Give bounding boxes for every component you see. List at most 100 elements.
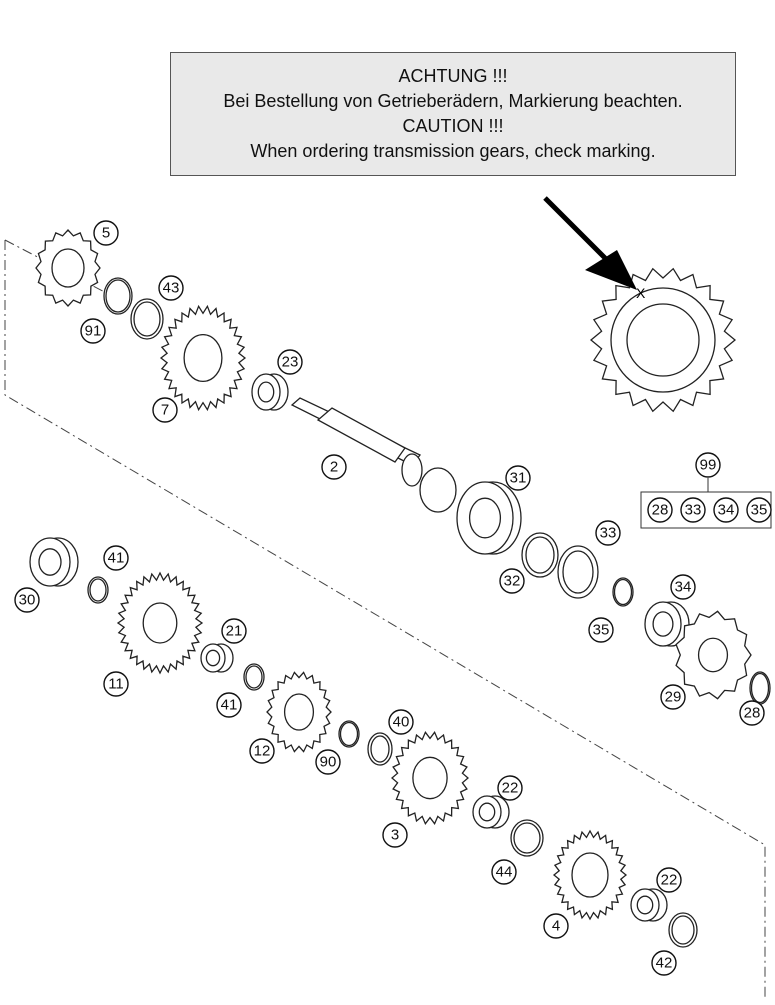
callout-circle [103,545,129,571]
callout-label: 91 [85,323,102,340]
set-label: 99 [700,457,717,474]
callout-30: 30 [14,587,40,613]
callout-90: 90 [315,749,341,775]
marking-arrow-head [585,250,637,290]
callout-7: 7 [152,397,178,423]
callout-32: 32 [499,568,525,594]
callout-11: 11 [103,671,129,697]
callout-label: 12 [254,743,271,760]
callout-circle [221,618,247,644]
callout-22: 22 [497,775,523,801]
callout-label: 90 [320,754,337,771]
callout-4: 4 [543,913,569,939]
callout-label: 41 [221,697,238,714]
callout-29: 29 [660,684,686,710]
callout-circle [499,568,525,594]
callout-circle [216,692,242,718]
callout-circle [93,220,119,246]
callout-21: 21 [221,618,247,644]
callout-circle [746,497,772,523]
callout-circle [505,465,531,491]
callout-91: 91 [80,318,106,344]
callout-43: 43 [158,275,184,301]
washer-41-mid [243,663,265,691]
callout-2: 2 [321,454,347,480]
callout-circle [103,671,129,697]
callout-circle [158,275,184,301]
caution-line-de-title: ACHTUNG !!! [398,66,508,86]
callout-circle [14,587,40,613]
gear-mark-label: X [636,285,646,301]
circlip-91 [103,277,133,315]
callout-label: 32 [504,573,521,590]
callout-label: 42 [656,955,673,972]
callout-label: 3 [391,827,399,844]
set-item-label: 33 [685,502,702,519]
callout-circle [695,452,721,478]
callout-23: 23 [277,349,303,375]
sprocket-29 [675,610,752,700]
callout-label: 28 [744,705,761,722]
callout-42: 42 [651,950,677,976]
callout-circle [713,497,739,523]
set-item-label: 35 [751,502,768,519]
callout-circle [670,574,696,600]
washer-43 [130,298,164,340]
callout-41: 41 [103,545,129,571]
needle-bearing-22-top [472,795,510,829]
callout-circle [382,822,408,848]
circlip-90 [338,720,360,748]
caution-line-de-text: Bei Bestellung von Getrieberädern, Marki… [223,91,683,111]
callout-circle [543,913,569,939]
needle-bearing-23 [251,373,289,411]
callout-41: 41 [216,692,242,718]
set-item-label: 28 [652,502,669,519]
gear-3 [391,731,469,825]
caution-line-en-title: CAUTION !!! [402,116,504,136]
callout-circle [651,950,677,976]
washer-41-top [87,576,109,604]
callout-40: 40 [388,709,414,735]
washer-42 [668,912,698,948]
needle-bearing-21 [200,643,234,673]
bearing-30 [29,537,79,587]
ring-33 [557,545,599,599]
callout-circle [321,454,347,480]
callout-label: 43 [163,280,180,297]
callout-label: 4 [552,918,560,935]
callout-circle [249,738,275,764]
callout-circle [277,349,303,375]
callout-label: 7 [161,402,169,419]
callout-31: 31 [505,465,531,491]
callout-label: 22 [502,780,519,797]
callout-22: 22 [656,867,682,893]
callout-33: 33 [595,520,621,546]
callout-label: 44 [496,864,513,881]
callout-35: 35 [588,617,614,643]
callout-label: 40 [393,714,410,731]
callout-label: 41 [108,550,125,567]
circlip-28 [749,671,771,705]
washer-44 [510,819,544,857]
bushing-34 [644,601,690,647]
gear-5 [35,229,101,307]
callout-circle [595,520,621,546]
callout-label: 23 [282,354,299,371]
caution-notice: ACHTUNG !!! Bei Bestellung von Getrieber… [170,52,736,176]
callout-label: 2 [330,459,338,476]
callout-circle [660,684,686,710]
callout-label: 29 [665,689,682,706]
callout-circle [647,497,673,523]
assembly-outline [4,240,766,1000]
caution-line-en-text: When ordering transmission gears, check … [250,141,656,161]
callout-5: 5 [93,220,119,246]
gear-11 [116,571,204,675]
callout-label: 22 [661,872,678,889]
washer-40 [367,732,393,766]
callout-label: 34 [675,579,692,596]
callout-circle [80,318,106,344]
callout-circle [497,775,523,801]
bearing-31 [456,481,522,555]
callout-label: 35 [593,622,610,639]
callout-circle [315,749,341,775]
